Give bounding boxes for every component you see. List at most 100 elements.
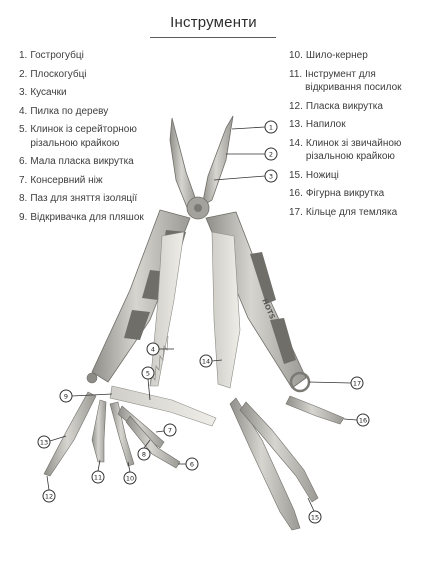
- legend-label: Клинок зі звичайною різальною крайкою: [305, 137, 402, 163]
- legend-item: 2.Плоскогубці: [19, 68, 149, 82]
- handle-rivet: [86, 372, 98, 384]
- legend-label: Плоскогубці: [30, 68, 87, 80]
- legend-item: 13.Напилок: [289, 118, 421, 132]
- handle-cutout: [270, 318, 296, 364]
- legend-number: 11.: [289, 68, 303, 80]
- legend-label: Пласка викрутка: [305, 100, 383, 112]
- legend-number: 3.: [19, 87, 28, 98]
- callout-3: 3: [269, 173, 273, 181]
- legend-right: 10.Шило-кернер 11.Інструмент для відкрив…: [289, 49, 421, 224]
- legend-item: 5.Клинок із серейторною різальною крайко…: [19, 123, 149, 150]
- saw-teeth: [149, 335, 169, 387]
- right-tool-fan: [229, 395, 345, 531]
- callout-circle: [91, 470, 105, 484]
- page-title: Інструменти: [170, 14, 257, 31]
- legend-item: 14.Клинок зі звичайною різальною крайкою: [289, 137, 421, 164]
- leader-line: [71, 393, 113, 397]
- callout-circle: [141, 366, 155, 380]
- callout-1: 1: [269, 124, 273, 132]
- legend-number: 16.: [289, 188, 303, 199]
- callout-16: 16: [359, 417, 367, 425]
- callout-17: 17: [353, 380, 361, 388]
- callout-circle: [264, 120, 278, 134]
- callout-circle: [42, 489, 56, 503]
- callout-4: 4: [151, 346, 155, 354]
- pivot-bolt-center: [194, 204, 202, 212]
- scissors-blade: [239, 401, 319, 503]
- callout-15: 15: [311, 514, 319, 522]
- legend-item: 17.Кільце для темляка: [289, 206, 421, 220]
- legend-item: 1.Гострогубці: [19, 49, 149, 63]
- file-tool: [43, 391, 97, 477]
- parcel-opener-tool: [91, 399, 107, 463]
- legend-item: 3.Кусачки: [19, 86, 149, 100]
- legend-number: 15.: [289, 169, 303, 181]
- legend-label: Пилка по дереву: [30, 105, 109, 117]
- callout-10: 10: [126, 475, 134, 483]
- legend-label: Кільце для темляка: [305, 206, 398, 218]
- legend-label: Відкривачка для пляшок: [30, 211, 144, 223]
- legend-item: 16.Фігурна викрутка: [289, 187, 421, 201]
- callout-circle: [264, 147, 278, 161]
- handle-cutout: [124, 310, 150, 340]
- callout-circle: [199, 354, 213, 368]
- callout-11: 11: [94, 474, 102, 482]
- callout-8: 8: [142, 451, 146, 459]
- legend-number: 13.: [289, 119, 303, 130]
- legend-number: 8.: [19, 193, 28, 204]
- serrated-blade: [109, 385, 217, 427]
- callout-circle: [146, 342, 160, 356]
- leader-line: [155, 430, 165, 433]
- leader-line: [49, 435, 67, 442]
- legend-item: 4.Пилка по дереву: [19, 105, 149, 119]
- small-screwdriver-tool: [125, 415, 181, 469]
- legend-number: 7.: [19, 174, 28, 186]
- callout-circle: [123, 471, 137, 485]
- legend-number: 9.: [19, 211, 28, 223]
- legend-label: Шило-кернер: [305, 50, 368, 61]
- leader-line: [307, 497, 315, 512]
- title-underline: [150, 37, 276, 38]
- callout-9: 9: [64, 393, 68, 401]
- callout-circle: [350, 376, 364, 390]
- legend-item: 12.Пласка викрутка: [289, 100, 421, 114]
- legend-number: 12.: [289, 100, 303, 112]
- callout-circle: [264, 169, 278, 183]
- legend-label: Напилок: [305, 119, 346, 130]
- legend-item: 10.Шило-кернер: [289, 49, 421, 63]
- callout-circle: [308, 510, 322, 524]
- legend-label: Інструмент для відкривання посилок: [305, 68, 402, 94]
- plain-edge-blade: [211, 231, 241, 389]
- handle-cutout: [250, 252, 276, 304]
- left-tool-fan: [43, 385, 217, 477]
- legend-label: Мала пласка викрутка: [30, 156, 134, 167]
- needle-nose-jaw-left: [169, 117, 197, 211]
- leader-line: [143, 439, 151, 449]
- callout-circle: [356, 413, 370, 427]
- callout-14: 14: [202, 358, 210, 366]
- legend-label: Гострогубці: [30, 50, 84, 61]
- legend-number: 4.: [19, 105, 28, 117]
- callouts: 1 2 3 4 5 6 7 8 9 10 11 12: [37, 120, 370, 524]
- callout-6: 6: [190, 461, 194, 469]
- legend-left: 1.Гострогубці 2.Плоскогубці 3.Кусачки 4.…: [19, 49, 149, 229]
- legend-label: Фігурна викрутка: [305, 188, 385, 199]
- callout-circle: [137, 447, 151, 461]
- awl-tool: [109, 401, 135, 467]
- legend-label: Ножиці: [305, 169, 339, 181]
- legend-number: 5.: [19, 124, 28, 135]
- callout-13: 13: [40, 439, 48, 447]
- legend-label: Клинок із серейторною різальною крайкою: [30, 124, 137, 149]
- legend-label: Кусачки: [30, 87, 67, 98]
- legend-item: 11.Інструмент для відкривання посилок: [289, 68, 421, 95]
- shaped-screwdriver-tool: [285, 395, 345, 425]
- callout-circle: [185, 457, 199, 471]
- callout-circle: [59, 389, 73, 403]
- legend-item: 7.Консервний ніж: [19, 174, 149, 188]
- needle-nose-jaw-right: [201, 115, 234, 207]
- leader-line: [231, 126, 266, 130]
- leader-line: [127, 461, 131, 473]
- leader-line: [213, 175, 266, 181]
- leader-line: [343, 418, 358, 421]
- leader-line: [46, 475, 50, 491]
